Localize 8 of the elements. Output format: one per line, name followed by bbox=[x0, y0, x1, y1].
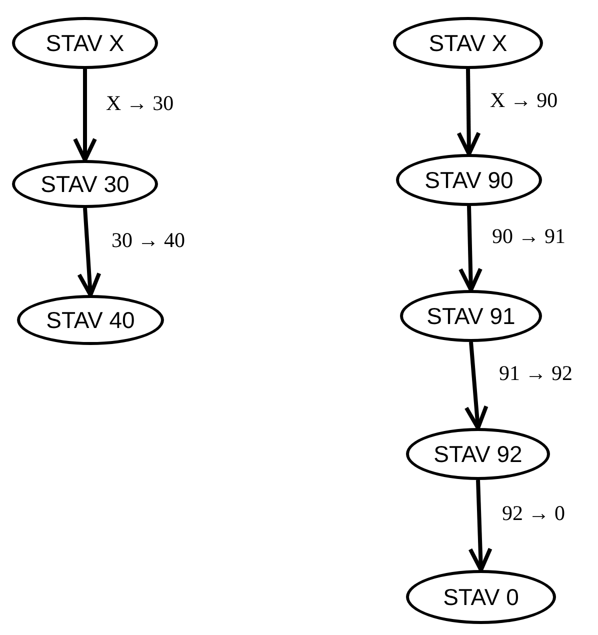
state-ellipse: STAV 0 bbox=[406, 570, 556, 624]
state-ellipse: STAV X bbox=[12, 17, 158, 69]
state-ellipse: STAV 40 bbox=[17, 295, 164, 345]
state-ellipse: STAV 91 bbox=[400, 290, 542, 342]
state-ellipse: STAV 92 bbox=[406, 428, 550, 480]
state-ellipse: STAV 90 bbox=[396, 154, 542, 206]
state-ellipse: STAV 30 bbox=[12, 160, 158, 208]
state-ellipse: STAV X bbox=[393, 17, 543, 69]
